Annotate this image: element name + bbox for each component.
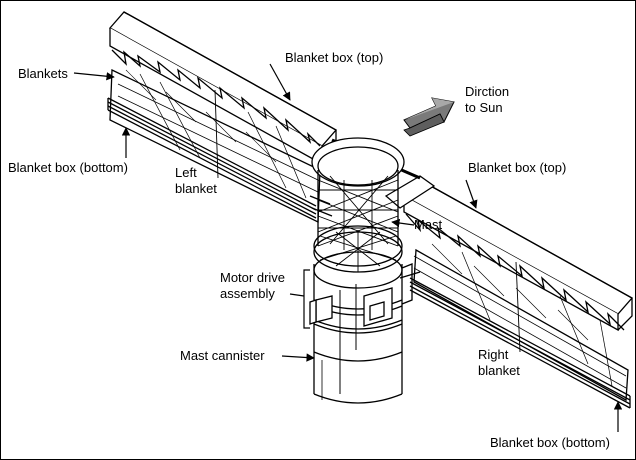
direction-line-2: to Sun xyxy=(465,100,503,115)
right-blanket-line-2: blanket xyxy=(478,363,520,378)
right-blanket-panel xyxy=(413,248,629,402)
cannister-arrow xyxy=(281,353,315,362)
label-mast-cannister: Mast cannister xyxy=(180,348,265,363)
callout-arrows xyxy=(73,63,623,432)
label-right-blanket: Right blanket xyxy=(478,347,520,379)
mast-top-ring xyxy=(311,137,405,187)
left-blanket-line-2: blanket xyxy=(175,181,217,196)
right-wing xyxy=(384,175,634,409)
motor-drive-line-2: assembly xyxy=(220,286,275,301)
right-blanket-line-1: Right xyxy=(478,347,509,362)
box-top-left-arrow xyxy=(269,63,291,101)
motor-box xyxy=(315,295,333,323)
motor-drive-bracket xyxy=(303,269,310,329)
label-blanket-box-bottom-right: Blanket box (bottom) xyxy=(490,435,610,450)
label-motor-drive-assembly: Motor drive assembly xyxy=(220,270,285,302)
left-blanket-line-1: Left xyxy=(175,165,197,180)
box-top-right-arrow xyxy=(465,179,478,209)
label-mast: Mast xyxy=(414,217,443,232)
label-blanket-box-top-left: Blanket box (top) xyxy=(285,50,384,65)
central-mast xyxy=(309,137,421,404)
left-blanket-folds xyxy=(111,49,321,147)
motor-drive-line-1: Motor drive xyxy=(220,270,286,285)
mast-arrow xyxy=(391,218,415,228)
blankets-arrow xyxy=(73,72,115,81)
left-wing xyxy=(107,11,338,224)
shaded-arrow-icon xyxy=(403,97,455,137)
label-blanket-box-top-right: Blanket box (top) xyxy=(468,160,567,175)
label-direction-to-sun: Dirction to Sun xyxy=(465,84,509,116)
label-blanket-box-bottom-left: Blanket box (bottom) xyxy=(8,160,128,175)
label-left-blanket: Left blanket xyxy=(175,165,217,197)
label-blankets: Blankets xyxy=(18,66,68,81)
direction-line-1: Dirction xyxy=(465,84,510,99)
motor-drive-leader xyxy=(289,293,305,297)
